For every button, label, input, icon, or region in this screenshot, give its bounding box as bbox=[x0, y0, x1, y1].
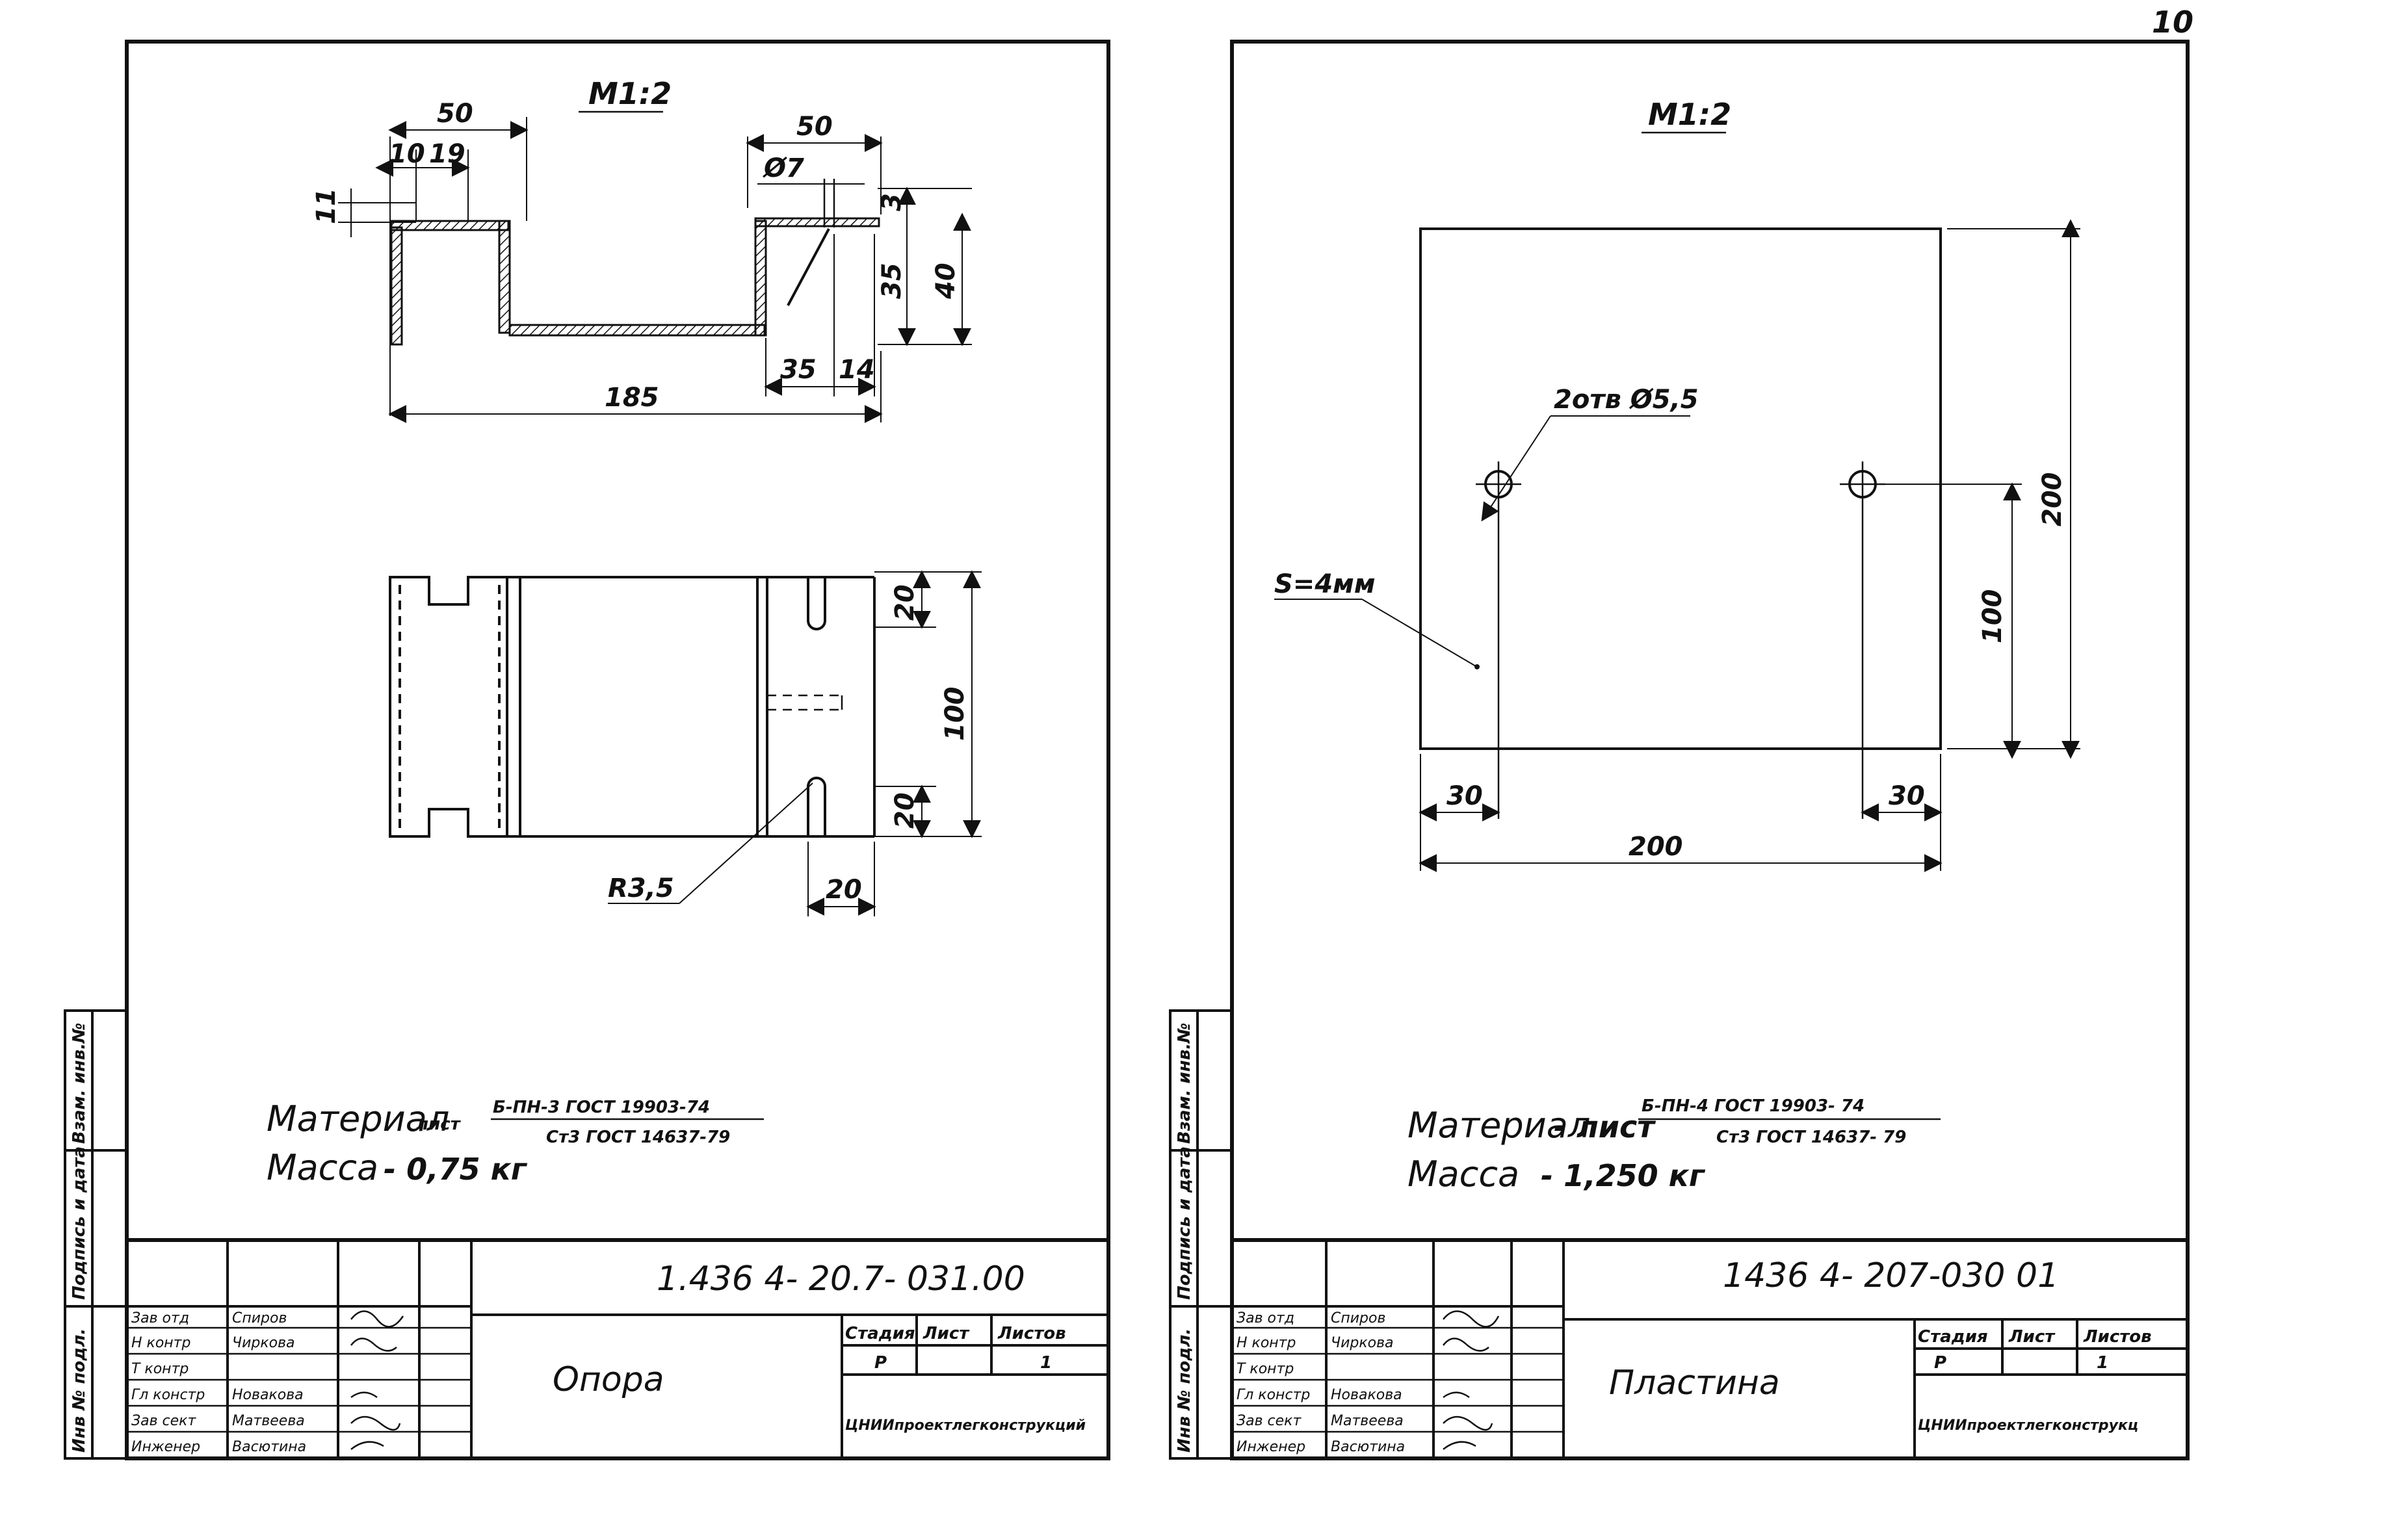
left-org: ЦНИИпроектлегконструкций bbox=[845, 1417, 1086, 1434]
left-name-3: Новакова bbox=[232, 1387, 304, 1403]
left-role-2: Т контр bbox=[131, 1361, 189, 1377]
left-stage-header: Стадия bbox=[845, 1324, 915, 1343]
right-sheets: 1 bbox=[2097, 1353, 2108, 1373]
right-name-4: Матвеева bbox=[1331, 1413, 1404, 1429]
left-stage: Р bbox=[874, 1353, 887, 1373]
right-material-label: Материал bbox=[1407, 1105, 1590, 1146]
right-role-1: Н контр bbox=[1237, 1335, 1296, 1351]
right-name-3: Новакова bbox=[1331, 1387, 1402, 1403]
left-dim-19: 19 bbox=[429, 139, 465, 169]
right-role-3: Гл констр bbox=[1237, 1387, 1310, 1403]
right-side-vzam: Взам. инв.№ bbox=[1175, 1023, 1194, 1144]
right-side-inv: Инв № подл. bbox=[1175, 1328, 1194, 1453]
right-title-block: 1436 4- 207-030 01 Пластина Стадия Лист … bbox=[1232, 1238, 2188, 1458]
left-signatures bbox=[350, 1310, 404, 1450]
left-sheets-header: Листов bbox=[997, 1324, 1066, 1343]
left-side-vzam: Взам. инв.№ bbox=[70, 1023, 89, 1144]
left-name-5: Васютина bbox=[232, 1439, 306, 1455]
left-name-0: Спиров bbox=[232, 1310, 287, 1326]
support-profile-view: 50 10 19 11 50 Ø7 3 35 40 bbox=[311, 99, 972, 423]
left-dim-20b: 20 bbox=[890, 792, 920, 829]
right-scale: М1:2 bbox=[1648, 97, 1731, 132]
left-material-sub: лист bbox=[416, 1115, 462, 1134]
left-dim-35v: 35 bbox=[877, 263, 907, 299]
right-doc-code: 1436 4- 207-030 01 bbox=[1723, 1256, 2059, 1295]
page-number: 10 bbox=[2152, 5, 2193, 40]
left-name-1: Чиркова bbox=[232, 1335, 295, 1351]
right-dim-h200: 200 bbox=[2037, 472, 2067, 527]
left-scale: М1:2 bbox=[588, 76, 672, 111]
right-holes-note: 2отв Ø5,5 bbox=[1554, 385, 1699, 415]
right-side-sign: Подпись и дата bbox=[1175, 1146, 1194, 1300]
right-part-name: Пластина bbox=[1609, 1364, 1780, 1403]
left-dim-11: 11 bbox=[311, 188, 341, 224]
left-material-bottom: Ст3 ГОСТ 14637-79 bbox=[546, 1128, 730, 1147]
plate-view: 2отв Ø5,5 S=4мм 200 100 30 30 200 bbox=[1274, 219, 2080, 872]
right-role-4: Зав сект bbox=[1237, 1413, 1302, 1429]
right-role-5: Инженер bbox=[1237, 1439, 1305, 1455]
plate-outline bbox=[1419, 227, 1942, 750]
left-hole-dia: Ø7 bbox=[763, 153, 804, 183]
right-role-0: Зав отд bbox=[1237, 1310, 1294, 1326]
right-org: ЦНИИпроектлегконструкц bbox=[1918, 1417, 2138, 1434]
right-material-top: Б-ПН-4 ГОСТ 19903- 74 bbox=[1642, 1096, 1865, 1116]
left-name-4: Матвеева bbox=[232, 1413, 305, 1429]
right-dim-h100: 100 bbox=[1978, 589, 2008, 644]
right-material-sub: - лист bbox=[1554, 1109, 1656, 1144]
right-side-stamp bbox=[1169, 1009, 1233, 1460]
left-dim-20c: 20 bbox=[826, 875, 862, 905]
right-material-bottom: Ст3 ГОСТ 14637- 79 bbox=[1716, 1128, 1906, 1147]
left-material-label: Материал bbox=[267, 1098, 449, 1139]
left-dim-35h: 35 bbox=[780, 355, 817, 385]
left-dim-40: 40 bbox=[931, 263, 961, 300]
left-sheets: 1 bbox=[1040, 1353, 1052, 1373]
right-frame bbox=[1230, 40, 2190, 1460]
right-mass-label: Масса bbox=[1407, 1154, 1519, 1195]
left-side-inv: Инв № подл. bbox=[70, 1328, 89, 1453]
right-mass-value: - 1,250 кг bbox=[1541, 1158, 1706, 1193]
right-name-5: Васютина bbox=[1331, 1439, 1405, 1455]
right-stage-header: Стадия bbox=[1918, 1327, 1988, 1347]
left-title-block: 1.436 4- 20.7- 031.00 Опора Стадия Лист … bbox=[127, 1238, 1108, 1458]
right-role-2: Т контр bbox=[1237, 1361, 1294, 1377]
right-sheets-header: Листов bbox=[2083, 1327, 2152, 1347]
left-mass-label: Масса bbox=[267, 1147, 378, 1188]
left-sheet-header: Лист bbox=[923, 1324, 970, 1343]
left-role-1: Н контр bbox=[131, 1335, 190, 1351]
left-role-4: Зав сект bbox=[131, 1413, 196, 1429]
right-name-0: Спиров bbox=[1331, 1310, 1385, 1326]
left-radius: R3,5 bbox=[608, 873, 674, 903]
right-sheet: Инв № подл. Подпись и дата Взам. инв.№ М… bbox=[1169, 40, 2190, 1460]
right-sheet-header: Лист bbox=[2008, 1327, 2056, 1347]
right-dim-w200: 200 bbox=[1629, 832, 1683, 862]
right-name-1: Чиркова bbox=[1331, 1335, 1394, 1351]
left-material-top: Б-ПН-3 ГОСТ 19903-74 bbox=[493, 1098, 710, 1117]
left-frame bbox=[125, 40, 1110, 1460]
left-dim-total: 185 bbox=[605, 383, 659, 413]
left-mass-value: - 0,75 кг bbox=[384, 1152, 528, 1187]
right-stage: Р bbox=[1934, 1353, 1946, 1373]
left-dim-3: 3 bbox=[877, 193, 907, 211]
left-side-stamp bbox=[64, 1009, 128, 1460]
left-dim-100: 100 bbox=[940, 687, 970, 742]
left-role-3: Гл констр bbox=[131, 1387, 205, 1403]
left-role-0: Зав отд bbox=[131, 1310, 189, 1326]
right-signatures bbox=[1443, 1310, 1500, 1450]
left-dim-10: 10 bbox=[389, 139, 425, 169]
left-side-sign: Подпись и дата bbox=[70, 1146, 89, 1300]
left-doc-code: 1.436 4- 20.7- 031.00 bbox=[657, 1260, 1025, 1299]
left-role-5: Инженер bbox=[131, 1439, 200, 1455]
support-plan-view: 20 100 20 R3,5 20 bbox=[389, 570, 982, 916]
right-dim-l30: 30 bbox=[1446, 781, 1483, 811]
right-dim-r30: 30 bbox=[1889, 781, 1925, 811]
left-dim-top-w: 50 bbox=[437, 99, 473, 129]
left-part-name: Опора bbox=[553, 1360, 664, 1399]
left-dim-right-w: 50 bbox=[796, 112, 833, 142]
right-thickness: S=4мм bbox=[1274, 569, 1376, 599]
left-dim-14: 14 bbox=[839, 355, 875, 385]
left-dim-20a: 20 bbox=[890, 584, 920, 621]
left-sheet: Инв № подл. Подпись и дата Взам. инв.№ М… bbox=[64, 40, 1110, 1460]
